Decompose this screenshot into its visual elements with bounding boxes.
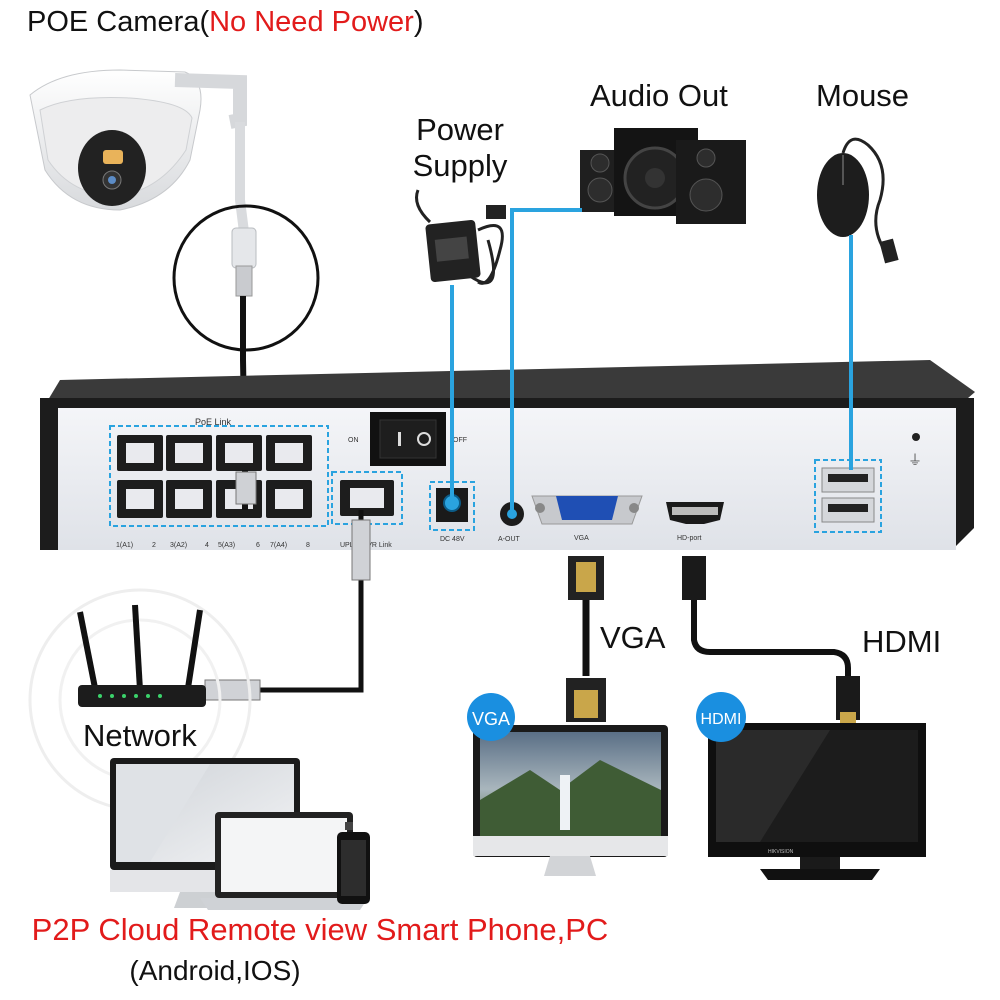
poe-link-text: PoE Link: [195, 417, 232, 427]
vga-port-label: VGA: [574, 535, 589, 542]
vga-badge: [467, 693, 515, 741]
cable-lines: [450, 208, 853, 510]
port-label-8: 8: [306, 542, 310, 549]
network-label: Network: [83, 718, 197, 753]
vga-badge-text: VGA: [472, 709, 510, 729]
nvr-device: PoE Link 1(A1) 2 3(A2) 4 5(A3) 6 7(A4) 8…: [40, 360, 975, 550]
mouse-icon: [817, 137, 899, 264]
remote-devices: [110, 758, 370, 910]
port-label-2: 2: [152, 542, 156, 549]
port-label-4: 4: [205, 542, 209, 549]
switch-on-label: ON: [348, 437, 359, 444]
hdmi-monitor: HIKVISION: [708, 723, 926, 880]
hdmi-label: HDMI: [862, 624, 942, 659]
switch-off-label: OFF: [453, 437, 467, 444]
port-label-6: 6: [256, 542, 260, 549]
dc-label: DC 48V: [440, 536, 465, 543]
uplink-plug-icon: [351, 519, 371, 581]
monitor-brand: HIKVISION: [768, 849, 794, 855]
port-label-1: 1(A1): [116, 542, 133, 549]
power-adapter-icon: [415, 189, 506, 285]
title-close: ): [413, 6, 424, 38]
power-supply-label: Power Supply: [412, 112, 508, 183]
hd-port-label: HD-port: [677, 535, 702, 542]
platform-caption: (Android,IOS): [129, 955, 301, 986]
port-label-5: 5(A3): [218, 542, 235, 549]
vga-monitor: [473, 725, 668, 876]
svg-text:⏚: ⏚: [908, 453, 922, 469]
title-highlight: No Need Power: [209, 6, 414, 38]
speakers-icon: [580, 128, 746, 224]
nvr-rear-panel: [58, 408, 956, 550]
aout-label: A-OUT: [498, 536, 521, 543]
hdmi-badge: [696, 692, 746, 742]
page-title: POE Camera(No Need Power): [27, 6, 424, 39]
title-main: POE Camera(: [27, 6, 210, 38]
remote-view-caption: P2P Cloud Remote view Smart Phone,PC: [31, 912, 609, 947]
port-label-3: 3(A2): [170, 542, 187, 549]
hdmi-badge-text: HDMI: [701, 711, 742, 728]
vga-label: VGA: [600, 620, 666, 655]
rj45-plug-icon: [231, 227, 257, 269]
dome-camera: [29, 69, 247, 211]
audio-out-label: Audio Out: [590, 78, 728, 113]
port-label-7: 7(A4): [270, 542, 287, 549]
mouse-label: Mouse: [816, 78, 910, 113]
